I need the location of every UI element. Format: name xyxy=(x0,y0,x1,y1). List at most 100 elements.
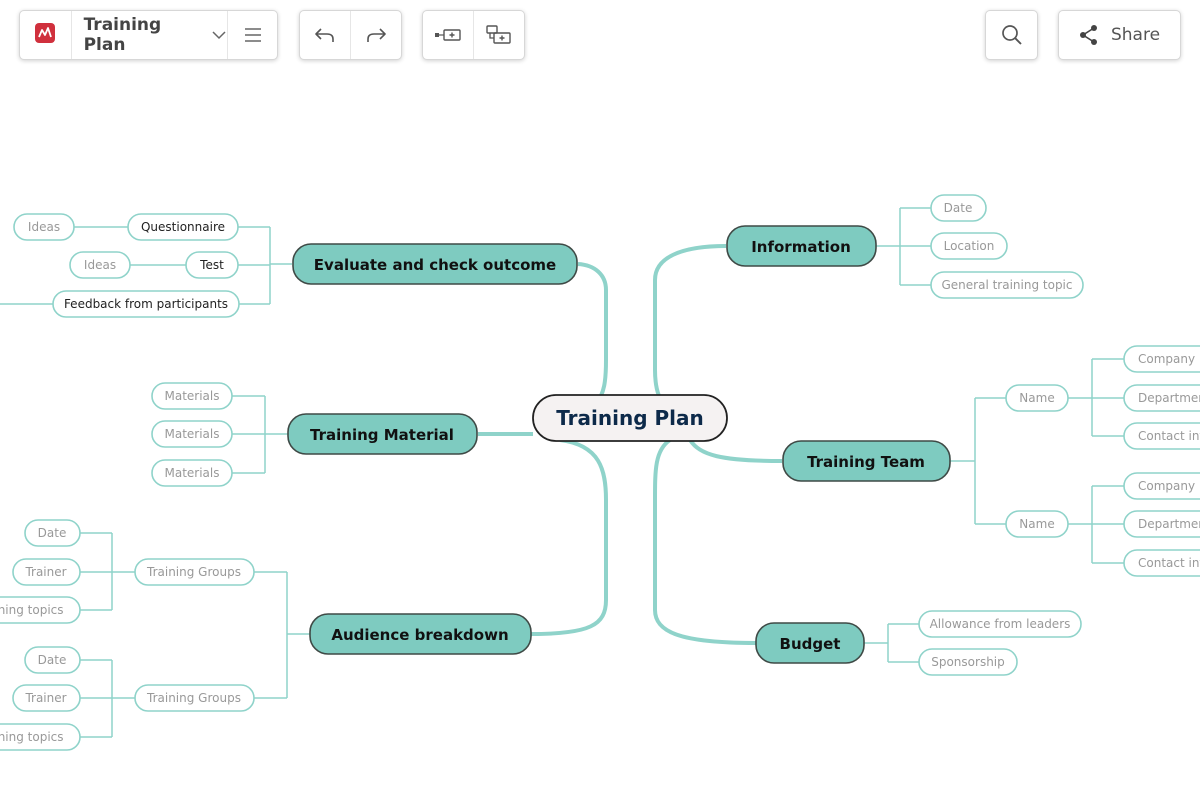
subtopic-label: Date xyxy=(944,201,973,215)
subtopic-trainer[interactable]: Trainer xyxy=(12,684,81,712)
subtopic-label: Trainer xyxy=(24,691,66,705)
subtopic-materials[interactable]: Materials xyxy=(151,382,233,410)
subtopic-training-topics[interactable]: Training topics xyxy=(0,723,81,751)
add-sibling-topic-icon xyxy=(434,27,462,43)
redo-button[interactable] xyxy=(351,11,402,59)
undo-button[interactable] xyxy=(300,11,351,59)
subtopic-label: Materials xyxy=(164,389,219,403)
subtopic-allowance[interactable]: Allowance from leaders xyxy=(918,610,1082,638)
subtopic-company[interactable]: Company xyxy=(1123,472,1200,500)
subtopic-label: Date xyxy=(38,653,67,667)
add-child-topic-icon xyxy=(486,25,512,45)
subtopic-sponsorship[interactable]: Sponsorship xyxy=(918,648,1018,676)
main-topic-label: Information xyxy=(751,238,851,256)
main-topic-label: Budget xyxy=(780,635,841,653)
subtopic-label: General training topic xyxy=(941,278,1072,292)
subtopic-test[interactable]: Test xyxy=(185,251,239,279)
subtopic-label: Date xyxy=(38,526,67,540)
subtopic-label: Department xyxy=(1138,517,1200,531)
subtopic-trainer[interactable]: Trainer xyxy=(12,558,81,586)
subtopic-label: Trainer xyxy=(24,565,66,579)
subtopic-label: Sponsorship xyxy=(931,655,1005,669)
subtopic-label: Training Groups xyxy=(146,691,241,705)
subtopic-date[interactable]: Date xyxy=(930,194,987,222)
subtopic-name[interactable]: Name xyxy=(1005,510,1069,538)
subtopic-label: Company xyxy=(1138,352,1195,366)
connector-center-team xyxy=(688,438,783,463)
subtopic-label: Ideas xyxy=(28,220,60,234)
subtopic-label: Training topics xyxy=(0,603,64,617)
main-topic-label: Training Team xyxy=(807,453,925,471)
search-icon xyxy=(1001,24,1023,46)
connector-center-audience xyxy=(530,438,608,636)
app-logo-button[interactable] xyxy=(20,11,72,59)
connector-group1-items xyxy=(80,532,135,611)
share-label: Share xyxy=(1110,25,1161,45)
share-icon xyxy=(1079,24,1099,46)
subtopic-label: Ideas xyxy=(84,258,116,272)
connector-center-budget xyxy=(653,438,757,645)
main-topic-information[interactable]: Information xyxy=(726,225,877,267)
main-topic-team[interactable]: Training Team xyxy=(782,440,951,482)
subtopic-company[interactable]: Company xyxy=(1123,345,1200,373)
connector-name1-items xyxy=(1068,358,1124,437)
subtopic-location[interactable]: Location xyxy=(930,232,1008,260)
search-button[interactable] xyxy=(986,11,1037,59)
hamburger-menu-icon xyxy=(244,28,262,42)
insert-toolbar xyxy=(422,10,525,60)
share-button[interactable]: Share xyxy=(1059,11,1180,59)
subtopic-department[interactable]: Department xyxy=(1123,510,1200,538)
main-topic-evaluate[interactable]: Evaluate and check outcome xyxy=(292,243,578,285)
connector-team-children xyxy=(950,397,1006,525)
subtopic-label: Training topics xyxy=(0,730,64,744)
subtopic-date[interactable]: Date xyxy=(24,519,81,547)
subtopic-label: Location xyxy=(944,239,995,253)
main-topic-label: Evaluate and check outcome xyxy=(314,256,556,274)
connector-name2-items xyxy=(1068,485,1124,564)
subtopic-ideas[interactable]: Ideas xyxy=(13,213,75,241)
undo-icon xyxy=(314,26,336,44)
chevron-down-icon xyxy=(211,27,227,43)
connector-center-information xyxy=(653,244,727,420)
center-topic-label: Training Plan xyxy=(556,406,704,430)
subtopic-contact-info[interactable]: Contact info xyxy=(1123,422,1200,450)
main-topic-audience[interactable]: Audience breakdown xyxy=(309,613,532,655)
subtopic-training-topics[interactable]: Training topics xyxy=(0,596,81,624)
subtopic-label: Contact info xyxy=(1138,429,1200,443)
connector-audience-children xyxy=(254,571,310,699)
subtopic-department[interactable]: Department xyxy=(1123,384,1200,412)
add-child-topic-button[interactable] xyxy=(474,11,525,59)
main-topic-material[interactable]: Training Material xyxy=(287,413,478,455)
subtopic-training-groups[interactable]: Training Groups xyxy=(134,558,255,586)
subtopic-ideas[interactable]: Ideas xyxy=(69,251,131,279)
connector-material-children xyxy=(232,395,288,474)
subtopic-contact-info[interactable]: Contact info xyxy=(1123,549,1200,577)
center-topic[interactable]: Training Plan xyxy=(532,394,728,442)
subtopic-training-groups[interactable]: Training Groups xyxy=(134,684,255,712)
search-toolbar xyxy=(985,10,1038,60)
subtopic-label: Name xyxy=(1019,391,1054,405)
subtopic-label: Materials xyxy=(164,466,219,480)
subtopic-label: Company xyxy=(1138,479,1195,493)
subtopic-label: Questionnaire xyxy=(141,220,225,234)
subtopic-date[interactable]: Date xyxy=(24,646,81,674)
connector-budget-children xyxy=(864,623,919,663)
subtopic-materials[interactable]: Materials xyxy=(151,459,233,487)
main-menu-button[interactable] xyxy=(228,11,277,59)
history-toolbar xyxy=(299,10,402,60)
share-toolbar: Share xyxy=(1058,10,1181,60)
subtopic-label: Contact info xyxy=(1138,556,1200,570)
add-sibling-topic-button[interactable] xyxy=(423,11,474,59)
subtopic-materials[interactable]: Materials xyxy=(151,420,233,448)
document-title-dropdown[interactable]: Training Plan xyxy=(72,11,229,59)
main-topic-label: Audience breakdown xyxy=(331,626,508,644)
connector-information-children xyxy=(876,207,931,286)
subtopic-label: Test xyxy=(199,258,224,272)
connector-group2-items xyxy=(80,659,135,738)
main-topic-budget[interactable]: Budget xyxy=(755,622,865,664)
subtopic-feedback[interactable]: Feedback from participants xyxy=(52,290,240,318)
subtopic-general-training-topic[interactable]: General training topic xyxy=(930,271,1084,299)
subtopic-questionnaire[interactable]: Questionnaire xyxy=(127,213,239,241)
subtopic-name[interactable]: Name xyxy=(1005,384,1069,412)
